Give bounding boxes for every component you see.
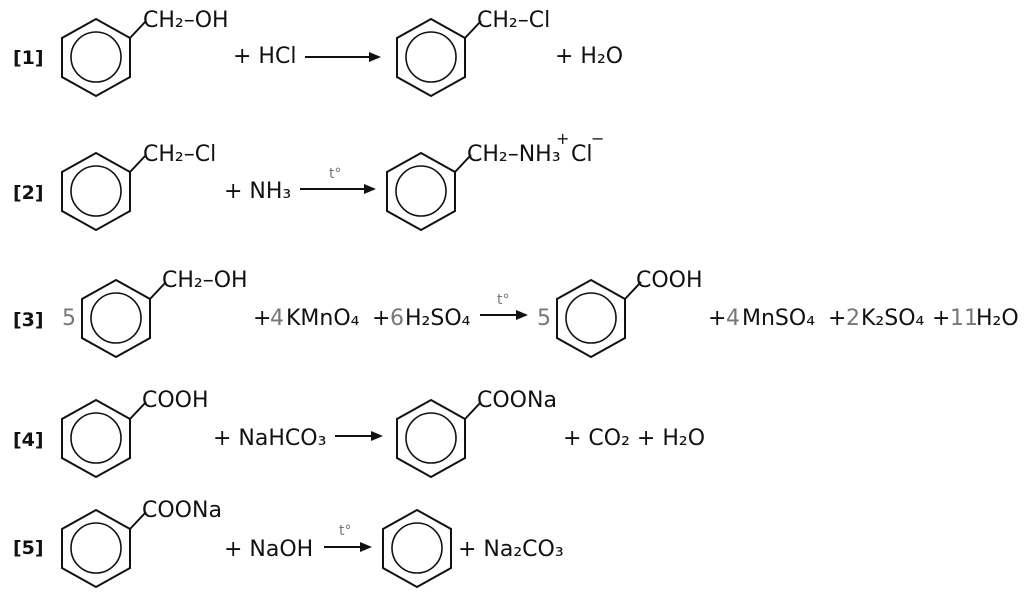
reaction-arrow (300, 184, 376, 194)
reaction-arrow (480, 310, 528, 320)
reaction-number: [2] (13, 182, 44, 204)
byproduct: K₂SO₄ (861, 306, 925, 331)
byproducts: + Na₂CO₃ (458, 537, 564, 562)
plus-sign: + (828, 306, 847, 331)
benzene-ring-product (396, 398, 482, 479)
byproduct: H₂O (976, 306, 1019, 331)
plus-sign: + (708, 306, 727, 331)
benzene-ring-reactant (61, 151, 147, 232)
charge-plus: + (556, 129, 570, 148)
benzene-ring-reactant (61, 17, 147, 98)
substituent-group: CH₂–NH₃ (467, 142, 561, 167)
coefficient: 5 (537, 306, 551, 331)
substituent-group: CH₂–OH (162, 268, 248, 293)
benzene-ring-product (396, 17, 482, 98)
condition-heat: t° (497, 292, 510, 308)
counterion: Cl (571, 142, 593, 167)
condition-heat: t° (329, 166, 342, 182)
substituent-group: COOH (636, 268, 703, 293)
benzene-ring-reactant (61, 508, 147, 589)
reaction-number: [4] (13, 429, 44, 451)
byproducts: + H₂O (555, 44, 624, 69)
substituent-group: CH₂–Cl (477, 8, 551, 33)
condition-heat: t° (339, 523, 352, 539)
substituent-group: CH₂–Cl (143, 142, 217, 167)
byproduct: MnSO₄ (742, 306, 816, 331)
reagent: + NaOH (224, 537, 314, 562)
plus-sign: + (253, 306, 272, 331)
reaction-arrow (324, 542, 372, 552)
substituent-group: CH₂–OH (143, 8, 229, 33)
reagent: + NH₃ (224, 179, 292, 204)
benzene-ring-reactant (61, 398, 147, 479)
coefficient: 5 (62, 306, 76, 331)
reaction-number: [3] (13, 309, 44, 331)
reaction-number: [5] (13, 537, 44, 559)
coefficient: 2 (846, 306, 860, 331)
charge-minus: − (591, 129, 605, 148)
coefficient: 4 (270, 306, 284, 331)
coefficient: 11 (950, 306, 978, 331)
reaction-number: [1] (13, 47, 44, 69)
benzene-ring-product (382, 508, 452, 589)
benzene-ring-reactant (81, 278, 167, 359)
reagent: KMnO₄ (286, 306, 360, 331)
reagent: + NaHCO₃ (213, 426, 327, 451)
reaction-arrow (305, 52, 381, 62)
reagent: H₂SO₄ (405, 306, 471, 331)
coefficient: 6 (390, 306, 404, 331)
benzene-ring-product (556, 278, 642, 359)
coefficient: 4 (726, 306, 740, 331)
plus-sign: + (372, 306, 391, 331)
substituent-group: COONa (477, 388, 557, 413)
benzene-ring-product (386, 151, 472, 232)
reaction-arrow (335, 431, 383, 441)
substituent-group: COOH (142, 388, 209, 413)
reagent: + HCl (233, 44, 297, 69)
byproducts: + CO₂ + H₂O (563, 426, 706, 451)
plus-sign: + (932, 306, 951, 331)
substituent-group: COONa (142, 498, 222, 523)
